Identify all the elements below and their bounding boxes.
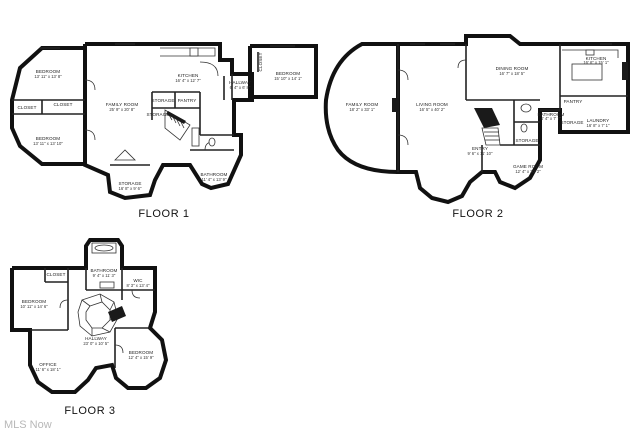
floor-1-plan <box>10 42 318 201</box>
room-dimensions: 16' 6" x 15' 1" <box>583 60 609 65</box>
room-dimensions: 18' 2" x 33' 1" <box>349 107 375 112</box>
floor-2-door <box>397 134 409 146</box>
floor-1-toilet <box>208 137 216 147</box>
floor-3-vanity <box>99 281 115 289</box>
room-name: KITCHEN <box>178 73 199 78</box>
floor-1-pantry-arc <box>199 61 219 77</box>
room-dimensions: 25' 9" x 20' 8" <box>109 107 135 112</box>
room-name: CLOSET <box>258 52 263 71</box>
room-name: STORAGE <box>515 138 538 143</box>
floor-1-tub <box>191 127 200 147</box>
room-dimensions: 11' 4" x 13' 9" <box>202 177 227 182</box>
floor-1-door <box>84 79 96 91</box>
room-name: CLOSET <box>18 105 37 110</box>
floor-3-door <box>114 344 124 354</box>
room-name: CLOSET <box>47 272 66 277</box>
room-labels: BEDROOM 13' 11" x 13' 8" CLOSET CLOSET B… <box>18 52 610 372</box>
floor-2-door <box>457 59 467 69</box>
room-name: ENTRY <box>472 146 488 151</box>
floor-3-staircase <box>77 293 126 337</box>
floor-2-outer-wall <box>396 34 630 205</box>
room-name: LAUNDRY <box>587 118 610 123</box>
floor-2-plan <box>323 34 630 205</box>
room-name: LIVING ROOM <box>416 102 448 107</box>
floor-3-plan <box>10 238 169 394</box>
floor-1-kitchen-counter <box>160 47 216 57</box>
room-name: HALLWAY <box>229 80 251 85</box>
floor-2-toilet <box>520 123 528 133</box>
floor-1-windows <box>40 43 295 49</box>
room-name: BEDROOM <box>36 136 61 141</box>
room-name: FAMILY ROOM <box>106 102 139 107</box>
room-name: BEDROOM <box>36 69 61 74</box>
room-name: BATHROOM <box>90 268 117 273</box>
floor-2-sink <box>585 49 595 56</box>
room-dimensions: 13' 11" x 13' 8" <box>34 74 62 79</box>
room-name: HALLWAY <box>85 336 107 341</box>
floor-2-door <box>397 69 409 81</box>
room-name: STORAGE <box>151 98 174 103</box>
room-dimensions: 8' 3" x 13' 4" <box>127 283 150 288</box>
room-name: KITCHEN <box>586 56 607 61</box>
room-name: BEDROOM <box>22 299 47 304</box>
floor-2-family-room-wall <box>323 42 399 174</box>
floor-3-tub-basin <box>94 244 114 252</box>
floor-2-title: FLOOR 2 <box>452 208 503 220</box>
room-name: BATHROOM <box>200 172 227 177</box>
room-name: PANTRY <box>178 98 197 103</box>
floor-2-kitchen-island <box>571 63 603 81</box>
floor-2-table <box>520 103 532 113</box>
floor-1-title: FLOOR 1 <box>138 208 189 220</box>
room-dimensions: 12' 4" x 15' 9" <box>128 355 154 360</box>
room-dimensions: 11' 6" x 18' 1" <box>36 367 61 372</box>
room-name: BEDROOM <box>276 71 301 76</box>
room-dimensions: 9' 4" x 11' 3" <box>93 273 116 278</box>
room-dimensions: 6' 4" x 6' 8" <box>230 85 251 90</box>
room-dimensions: 4' 4" x 7' 7" <box>541 116 562 121</box>
room-name: GAME ROOM <box>513 164 543 169</box>
floor-2-fireplace <box>622 62 628 80</box>
floor-1-kitchen-range <box>189 47 199 57</box>
room-name: BEDROOM <box>129 350 154 355</box>
floor-2-kitchen-counter <box>562 49 619 58</box>
room-name: PANTRY <box>564 99 583 104</box>
room-dimensions: 16' 5" x 40' 2" <box>419 107 445 112</box>
room-name: FAMILY ROOM <box>346 102 379 107</box>
room-name: BATHROOM <box>537 112 564 117</box>
floor-1-door <box>114 149 136 161</box>
room-dimensions: 16' 4" x 12' 7" <box>175 78 201 83</box>
room-dimensions: 16' 7" x 18' 5" <box>499 71 525 76</box>
room-dimensions: 23' 0" x 10' 5" <box>83 341 109 346</box>
room-dimensions: 10' 11" x 14' 6" <box>20 304 48 309</box>
room-dimensions: 12' 4" x 20' 2" <box>515 169 541 174</box>
room-name: DINING ROOM <box>496 66 529 71</box>
room-dimensions: 13' 11" x 13' 10" <box>33 141 63 146</box>
floor-1-staircase <box>164 109 191 141</box>
floor-1-outer-wall <box>83 42 254 201</box>
floor-2-fireplace <box>392 98 399 112</box>
floor-3-title: FLOOR 3 <box>64 405 115 417</box>
room-dimensions: 16' 8" x 9' 6" <box>119 186 142 191</box>
room-dimensions: 9' 6" x 11' 10" <box>468 151 493 156</box>
floor-3-outer-wall <box>10 238 169 394</box>
floor-1-door <box>84 129 96 141</box>
room-name: WIC <box>133 278 143 283</box>
floor-3-door <box>59 299 69 309</box>
room-dimensions: 15' 10" x 14' 1" <box>274 76 302 81</box>
floor-2-staircase <box>474 108 501 146</box>
watermark: MLS Now <box>4 419 52 431</box>
room-name: OFFICE <box>39 362 56 367</box>
room-name: CLOSET <box>54 102 73 107</box>
floor-3-door <box>131 289 141 299</box>
room-name: STORAGE <box>118 181 141 186</box>
room-name: STORAGE <box>560 120 583 125</box>
room-name: STORAGE <box>146 112 169 117</box>
room-dimensions: 16' 8" x 7' 1" <box>587 123 610 128</box>
